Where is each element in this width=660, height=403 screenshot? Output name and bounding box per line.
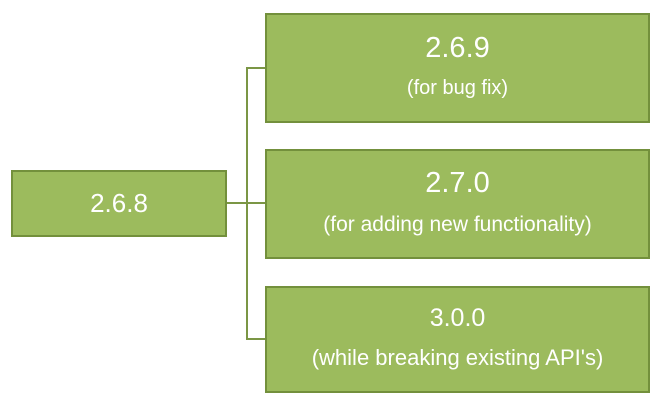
branch-note-label: (for bug fix) bbox=[406, 77, 509, 100]
root-version-box: 2.6.8 bbox=[11, 170, 227, 237]
connector-branch-top-line bbox=[246, 67, 265, 69]
root-version-label: 2.6.8 bbox=[90, 187, 148, 218]
branch-version-label: 3.0.0 bbox=[429, 304, 486, 333]
branch-version-label: 2.7.0 bbox=[425, 167, 490, 200]
connector-branch-bottom-line bbox=[246, 338, 265, 340]
branch-box-major: 3.0.0 (while breaking existing API's) bbox=[265, 286, 650, 393]
connector-trunk-line bbox=[246, 67, 248, 340]
branch-box-minor: 2.7.0 (for adding new functionality) bbox=[265, 149, 650, 259]
branch-note-label: (for adding new functionality) bbox=[323, 212, 592, 236]
branch-box-bugfix: 2.6.9 (for bug fix) bbox=[265, 13, 650, 123]
branch-note-label: (while breaking existing API's) bbox=[311, 345, 604, 371]
branch-version-label: 2.6.9 bbox=[425, 31, 490, 64]
